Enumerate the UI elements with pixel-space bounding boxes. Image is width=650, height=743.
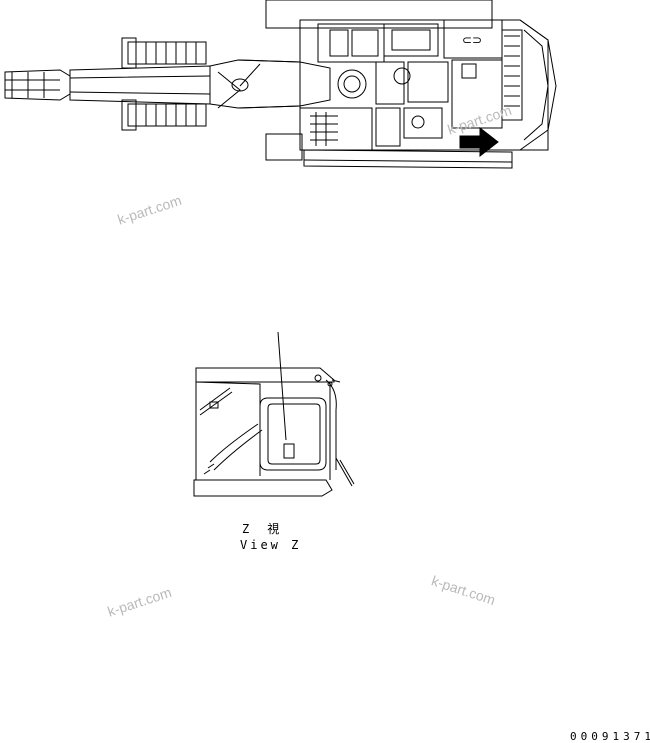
cab-roof — [195, 367, 335, 383]
svg-text:⊂⊃: ⊂⊃ — [462, 33, 482, 47]
callout-box-top — [265, 0, 493, 29]
callout-box-left — [265, 133, 303, 161]
upper-structure: ⊂⊃ — [299, 19, 549, 169]
track-upper — [121, 37, 207, 69]
window-frame — [259, 397, 327, 471]
excavator-top-view: ⊂⊃ — [4, 0, 557, 169]
view-caption-line1: Z 視 — [242, 522, 283, 536]
bucket — [4, 69, 71, 101]
track-lower — [121, 99, 207, 131]
leader-line — [277, 331, 287, 441]
view-z-detail — [193, 331, 355, 497]
direction-arrow-icon — [459, 126, 499, 158]
arm-boom — [69, 59, 331, 109]
label-plate — [283, 443, 295, 459]
drawing-number: 00091371 — [570, 730, 650, 743]
counterweight — [519, 19, 557, 151]
cab-floor — [193, 479, 333, 497]
view-caption-line2: View Z — [240, 538, 302, 552]
